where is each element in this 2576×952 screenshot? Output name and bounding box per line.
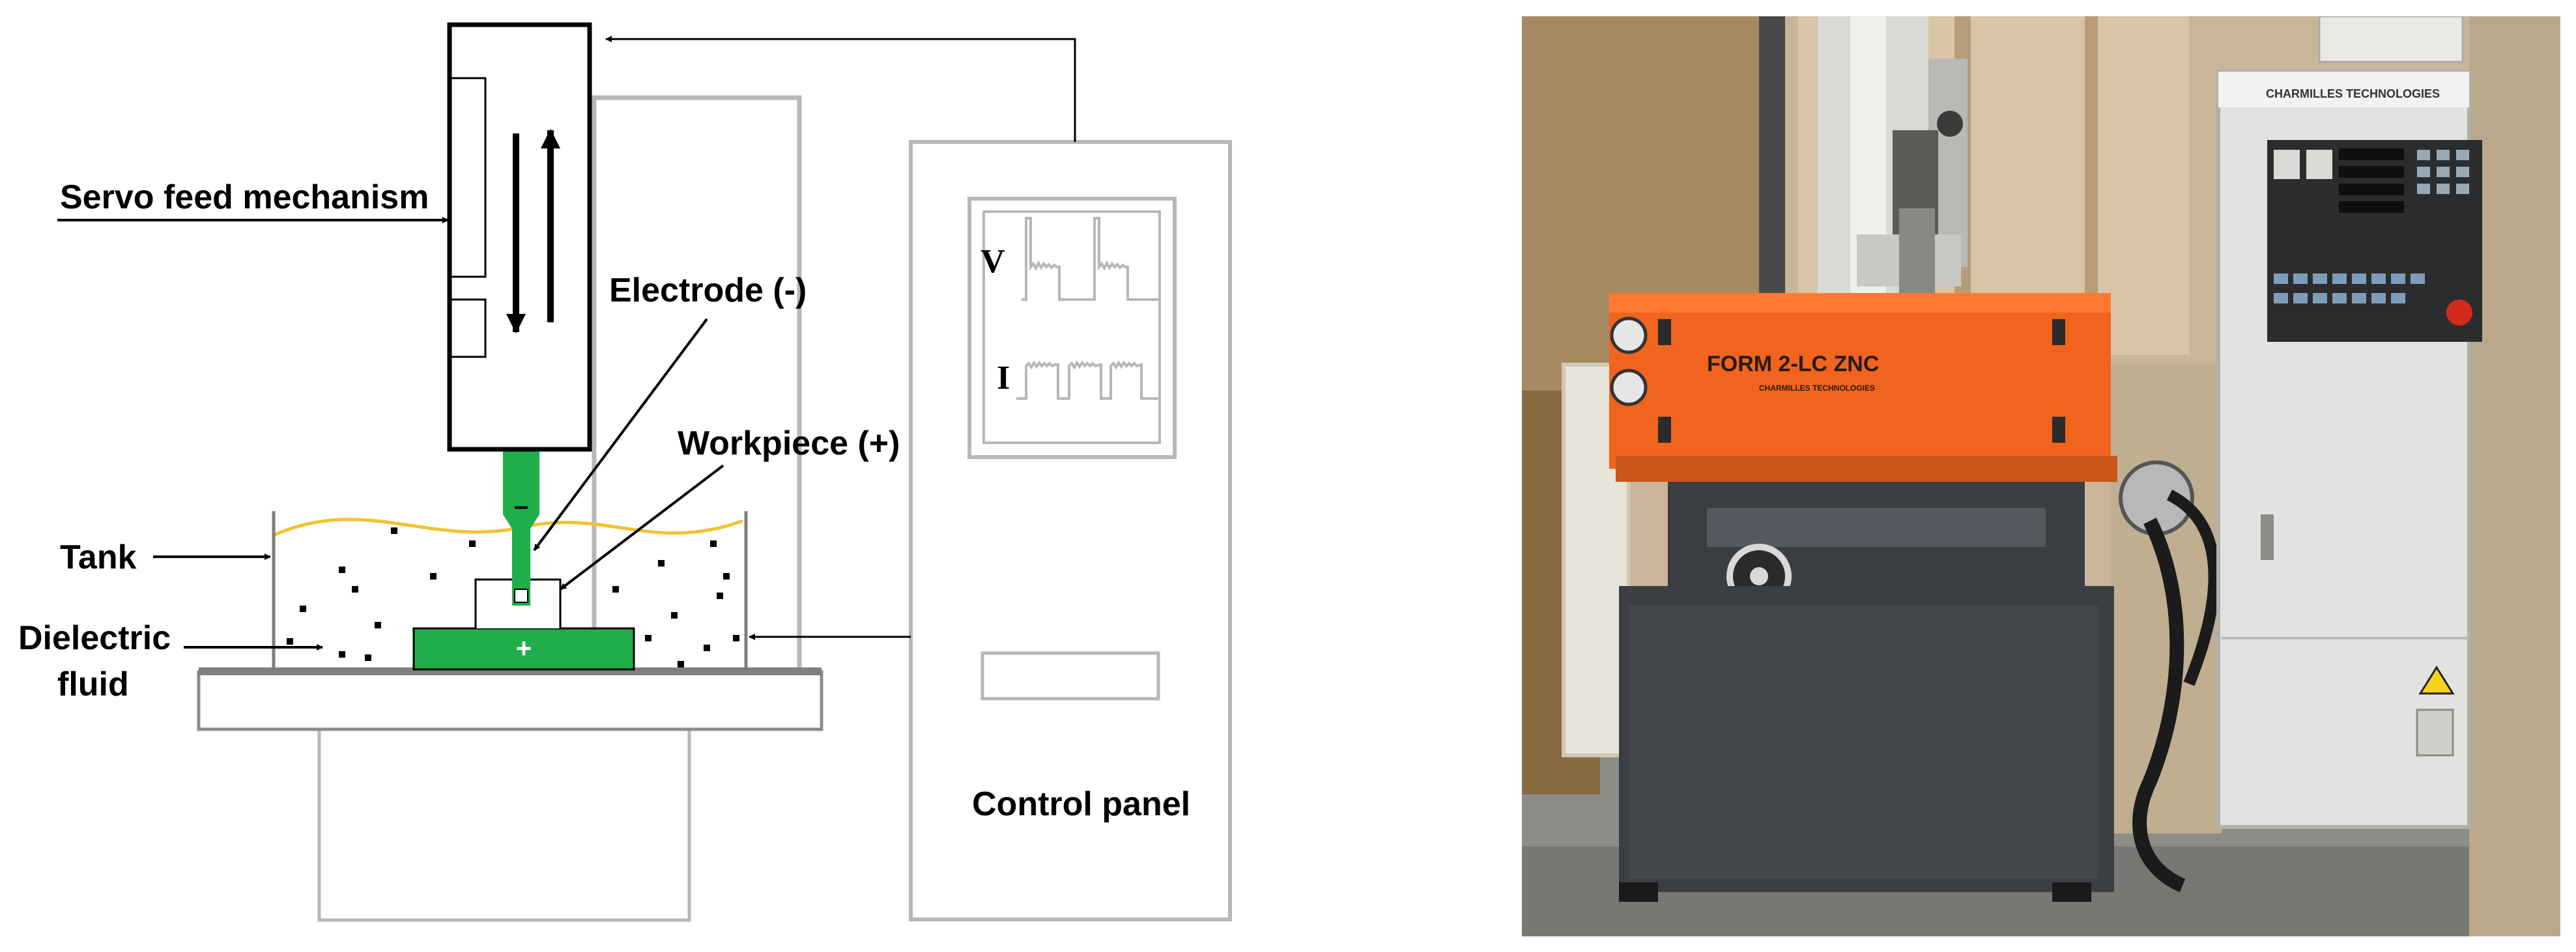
machine-column [592, 95, 802, 675]
servo-guide-lower [448, 298, 487, 358]
control-panel-label: Control panel [972, 785, 1190, 823]
cabinet-brand-text: CHARMILLES TECHNOLOGIES [2266, 87, 2440, 100]
control-panel-slot [980, 651, 1160, 701]
dielectric-particles [287, 527, 739, 667]
electrode-tip [514, 589, 528, 603]
workpiece-pointer [559, 464, 724, 591]
electrode-minus-sign: – [514, 492, 528, 520]
servo-guide-upper [448, 77, 487, 278]
tank-label: Tank [60, 539, 137, 576]
servo-feed-label: Servo feed mechanism [60, 178, 429, 216]
current-waveform [1016, 360, 1158, 400]
edm-machine-photo: FORM 2-LC ZNC CHARMILLES TECHNOLOGIES CH… [1522, 16, 2560, 936]
waveform-display-inner [982, 210, 1161, 444]
edm-schematic: + – V I Servo feed mechanism Electrode (… [18, 22, 1232, 922]
dielectric-label-line1: Dielectric [18, 619, 171, 657]
servo-feed-box [447, 22, 592, 452]
current-label: I [997, 359, 1010, 397]
dielectric-label-line2: fluid [57, 665, 129, 703]
orange-tank [1609, 293, 2111, 469]
control-to-servo-line [605, 36, 1076, 142]
workpiece-plus-sign: + [516, 633, 532, 664]
machine-pedestal [317, 726, 691, 922]
workpiece-label: Workpiece (+) [678, 425, 900, 462]
electrode-label: Electrode (-) [609, 272, 807, 309]
workpiece [412, 627, 635, 671]
electrode [503, 498, 539, 606]
voltage-waveform [1022, 217, 1158, 301]
machine-model-text: FORM 2-LC ZNC [1707, 352, 1879, 376]
voltage-label: V [980, 243, 1005, 280]
machine-maker-text: CHARMILLES TECHNOLOGIES [1759, 384, 1875, 393]
electrode-holder [503, 449, 539, 498]
machine-table [197, 670, 823, 731]
electrode-pointer [533, 318, 708, 552]
